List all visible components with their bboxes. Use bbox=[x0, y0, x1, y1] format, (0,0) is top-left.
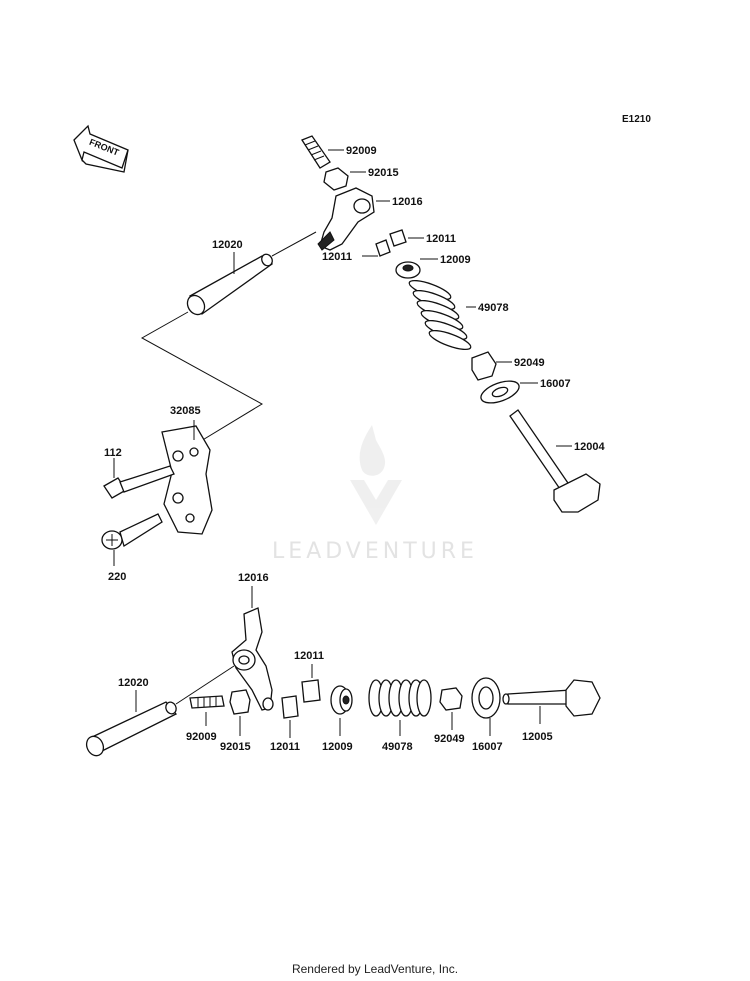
adjusting-screw-92009-lower bbox=[189, 695, 225, 709]
label-92049-lower: 92049 bbox=[434, 733, 465, 745]
valve-stem-seal-92049-lower bbox=[439, 687, 463, 711]
label-12009-upper: 12009 bbox=[440, 254, 471, 266]
label-12016: 12016 bbox=[392, 196, 423, 208]
watermark-logo bbox=[350, 425, 402, 525]
valve-12004 bbox=[509, 409, 601, 513]
label-12011-lower-b: 12011 bbox=[270, 741, 300, 753]
lock-nut-92015 bbox=[323, 167, 349, 191]
watermark-text: LEADVENTURE bbox=[272, 539, 478, 564]
rocker-shaft-12020-lower bbox=[85, 701, 178, 757]
valve-collet-12011-lower-a bbox=[301, 679, 321, 703]
spring-retainer-12009 bbox=[395, 261, 421, 279]
adjusting-screw-92009 bbox=[301, 135, 331, 169]
spring-seat-16007 bbox=[480, 380, 520, 404]
label-32085: 32085 bbox=[170, 405, 201, 417]
valve-spring-49078 bbox=[408, 279, 472, 351]
bracket-32085 bbox=[161, 425, 213, 535]
valve-collet-12011-a bbox=[389, 229, 407, 247]
label-12004: 12004 bbox=[574, 441, 605, 453]
label-12011-b: 12011 bbox=[322, 251, 352, 263]
spring-seat-16007-lower bbox=[471, 677, 501, 719]
spring-retainer-12009-lower bbox=[330, 685, 353, 715]
valve-12005 bbox=[502, 679, 601, 717]
label-220: 220 bbox=[108, 571, 126, 583]
valve-spring-49078-lower bbox=[368, 679, 432, 717]
label-92009-lower: 92009 bbox=[186, 731, 217, 743]
rocker-arm-12016-lower bbox=[231, 607, 274, 711]
label-12020-upper: 12020 bbox=[212, 239, 243, 251]
bolt-112 bbox=[103, 465, 175, 499]
label-16007-upper: 16007 bbox=[540, 378, 571, 390]
label-92049-upper: 92049 bbox=[514, 357, 545, 369]
label-92015-lower: 92015 bbox=[220, 741, 251, 753]
rocker-arm-12016 bbox=[317, 187, 375, 251]
lock-nut-92015-lower bbox=[229, 689, 251, 715]
reference-line bbox=[140, 311, 263, 445]
front-arrow-icon: FRONT bbox=[73, 124, 129, 173]
label-12011-a: 12011 bbox=[426, 233, 456, 245]
diagram-ref-code: E1210 bbox=[622, 114, 651, 125]
label-92015: 92015 bbox=[368, 167, 399, 179]
valve-stem-seal-92049 bbox=[471, 351, 497, 381]
screw-220 bbox=[101, 513, 163, 550]
label-112: 112 bbox=[104, 447, 122, 459]
valve-collet-12011-lower-b bbox=[281, 695, 299, 719]
label-12020-lower: 12020 bbox=[118, 677, 149, 689]
label-12016-lower: 12016 bbox=[238, 572, 269, 584]
label-49078-lower: 49078 bbox=[382, 741, 413, 753]
render-credit: Rendered by LeadVenture, Inc. bbox=[291, 962, 459, 976]
label-92009: 92009 bbox=[346, 145, 377, 157]
label-16007-lower: 16007 bbox=[472, 741, 503, 753]
label-12009-lower: 12009 bbox=[322, 741, 353, 753]
label-12005: 12005 bbox=[522, 731, 553, 743]
rocker-shaft-12020 bbox=[186, 253, 274, 316]
label-12011-lower-a: 12011 bbox=[294, 650, 324, 662]
valve-collet-12011-b bbox=[375, 239, 391, 257]
label-49078-upper: 49078 bbox=[478, 302, 509, 314]
